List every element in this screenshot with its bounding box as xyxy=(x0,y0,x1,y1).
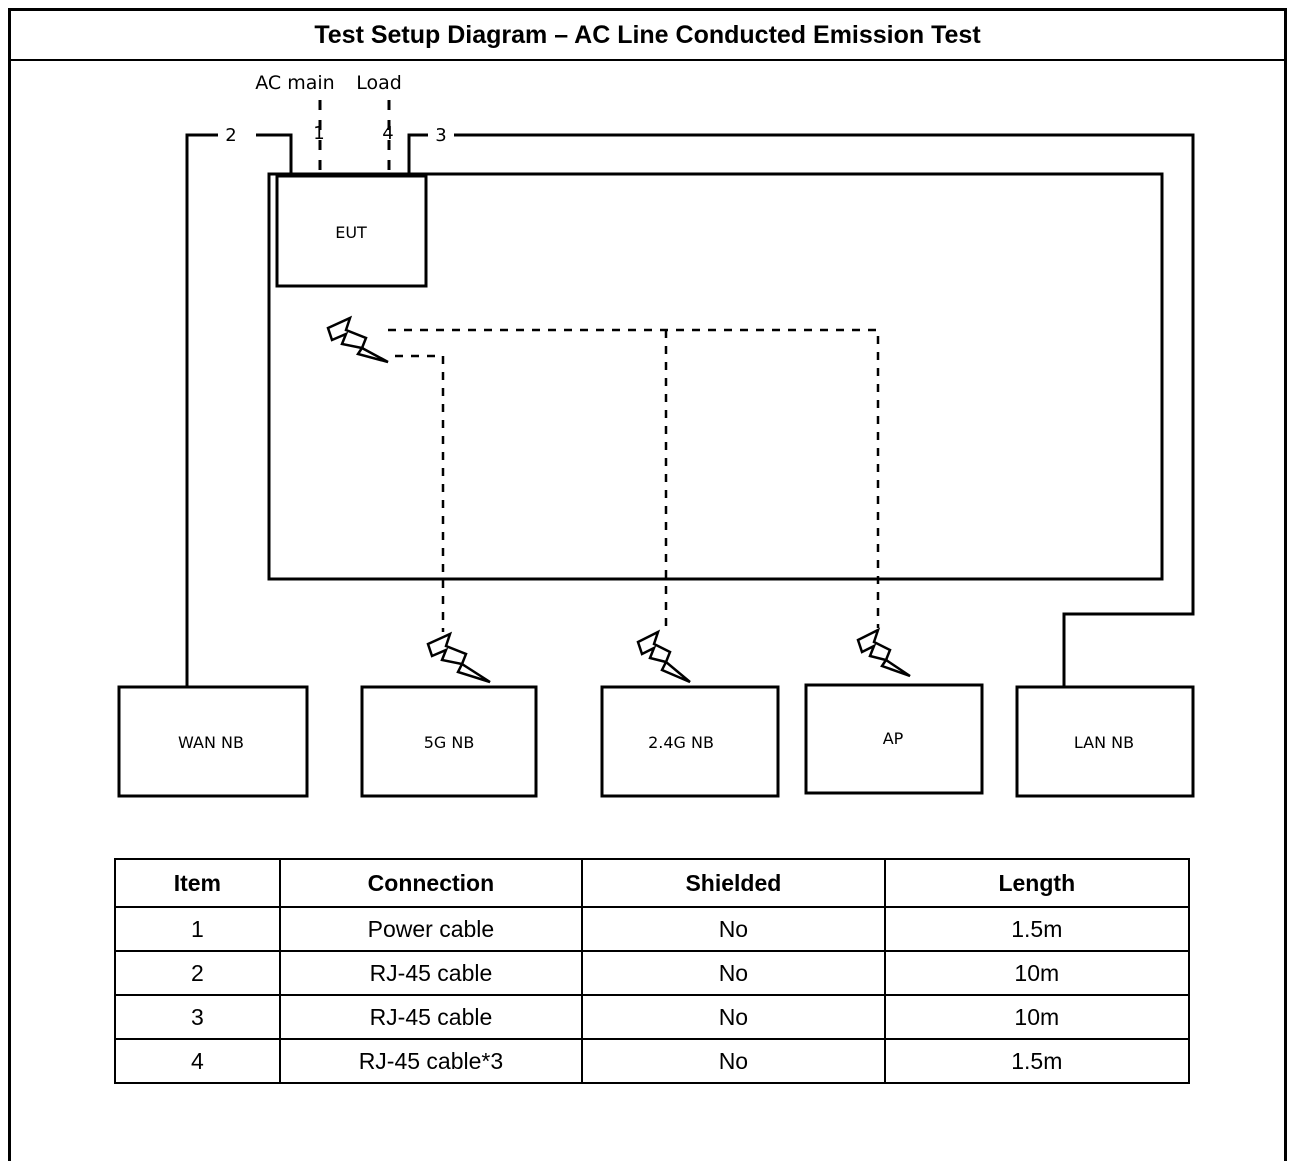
wireless-link-5g xyxy=(395,354,445,632)
table-row: 3 RJ-45 cable No 10m xyxy=(114,994,1191,1040)
cell-item: 1 xyxy=(114,906,281,952)
cell-shielded: No xyxy=(581,1038,886,1084)
cell-connection: RJ-45 cable xyxy=(278,994,584,1040)
lightning-icon-ap xyxy=(856,627,911,678)
cable-1-label: 1 xyxy=(313,123,324,144)
eut-label: EUT xyxy=(335,223,367,242)
cell-item: 3 xyxy=(114,994,281,1040)
header-length: Length xyxy=(883,858,1191,908)
header-shielded: Shielded xyxy=(581,858,886,908)
cable-2-label: 2 xyxy=(225,125,236,146)
wan-nb-box xyxy=(117,685,309,798)
cell-length: 10m xyxy=(883,994,1191,1040)
cell-connection: Power cable xyxy=(278,906,584,952)
diagram-title: Test Setup Diagram – AC Line Conducted E… xyxy=(11,11,1284,61)
lan-nb-box xyxy=(1015,685,1195,798)
lightning-icon-5g xyxy=(426,631,491,684)
header-item: Item xyxy=(114,858,281,908)
ap-label: AP xyxy=(883,729,904,748)
eut-box xyxy=(275,174,428,288)
nb-5g-label: 5G NB xyxy=(424,733,475,752)
cable-3-label: 3 xyxy=(435,125,446,146)
cell-connection: RJ-45 cable*3 xyxy=(278,1038,584,1084)
cell-connection: RJ-45 cable xyxy=(278,950,584,996)
cable-table: Item Connection Shielded Length 1 Power … xyxy=(114,858,1191,1084)
cell-length: 10m xyxy=(883,950,1191,996)
cable-3-line xyxy=(454,133,1195,686)
wireless-link-ap xyxy=(388,328,880,628)
page-frame: Test Setup Diagram – AC Line Conducted E… xyxy=(8,8,1287,1161)
wan-nb-label: WAN NB xyxy=(178,733,244,752)
cell-shielded: No xyxy=(581,906,886,952)
setup-diagram: EUT AC main Load 1 4 2 3 WAN NB 5G NB 2.… xyxy=(117,72,1195,798)
cell-item: 4 xyxy=(114,1038,281,1084)
table-header-row: Item Connection Shielded Length xyxy=(114,858,1191,908)
nb-5g-box xyxy=(360,685,538,798)
table-row: 2 RJ-45 cable No 10m xyxy=(114,950,1191,996)
cable-3-line-upper xyxy=(407,133,428,176)
cell-shielded: No xyxy=(581,950,886,996)
cell-length: 1.5m xyxy=(883,906,1191,952)
header-connection: Connection xyxy=(278,858,584,908)
lan-nb-label: LAN NB xyxy=(1074,733,1134,752)
cable-4-label: 4 xyxy=(382,123,393,144)
cell-item: 2 xyxy=(114,950,281,996)
lightning-icon-2-4g xyxy=(636,629,691,684)
ap-box xyxy=(804,683,984,795)
nb-24g-box xyxy=(600,685,780,798)
load-label: Load xyxy=(356,72,402,94)
table-row: 1 Power cable No 1.5m xyxy=(114,906,1191,952)
table-row: 4 RJ-45 cable*3 No 1.5m xyxy=(114,1038,1191,1084)
lightning-icon-eut xyxy=(326,315,389,364)
ac-main-label: AC main xyxy=(255,72,334,94)
test-table xyxy=(267,172,1164,581)
cell-length: 1.5m xyxy=(883,1038,1191,1084)
cell-shielded: No xyxy=(581,994,886,1040)
cable-2-line xyxy=(185,133,218,686)
nb-24g-label: 2.4G NB xyxy=(648,733,714,752)
cable-2-line-upper xyxy=(256,133,293,176)
